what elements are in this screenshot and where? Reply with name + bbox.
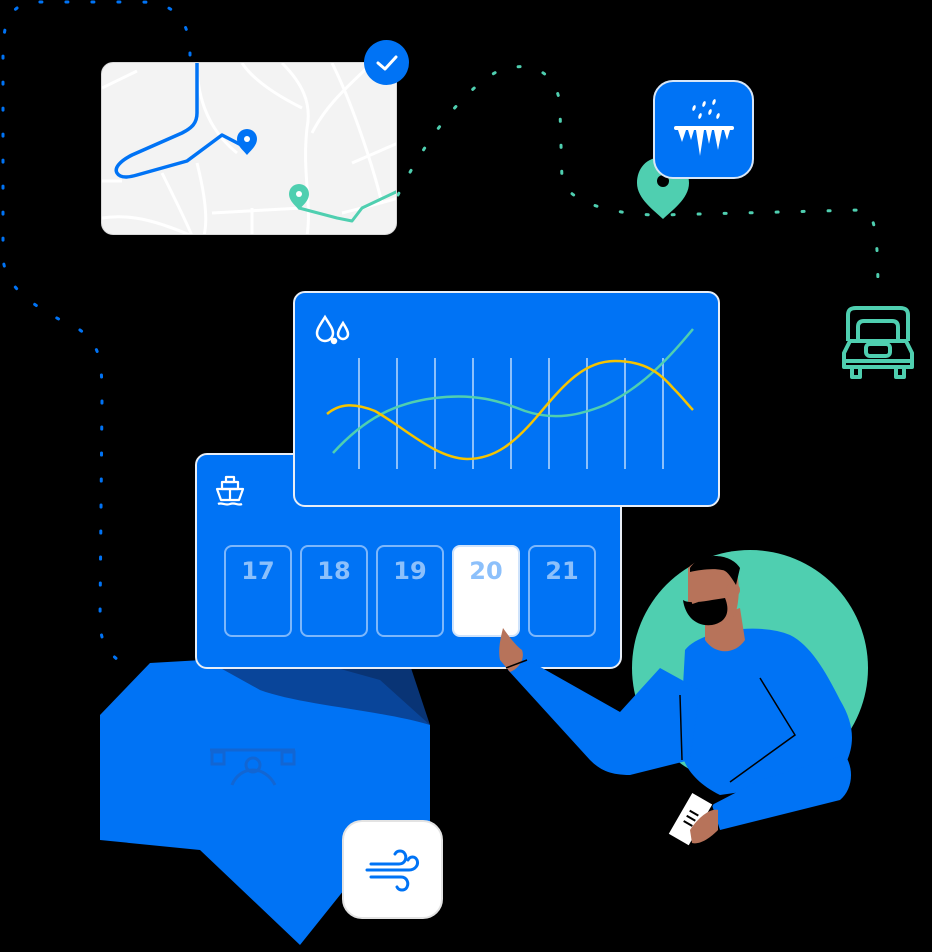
truck-icon [842, 306, 914, 379]
map-svg [102, 63, 396, 234]
chart-card[interactable] [293, 291, 720, 507]
day-19[interactable]: 19 [376, 545, 444, 637]
check-icon [376, 55, 397, 70]
chart-gridlines [358, 358, 664, 469]
yellow-series-line [326, 359, 694, 461]
teal-circle [632, 550, 868, 786]
ship-icon [215, 475, 245, 506]
route-blue [114, 63, 248, 179]
drone-icon [210, 748, 296, 786]
teal-series-line [332, 328, 694, 454]
check-badge[interactable] [364, 40, 409, 85]
pin-teal [289, 184, 309, 210]
water-drops-icon [315, 314, 350, 345]
precipitation-chart [315, 314, 694, 469]
day-21[interactable]: 21 [528, 545, 596, 637]
wind-icon [365, 849, 419, 891]
wind-tile[interactable] [342, 820, 443, 919]
map-card[interactable] [101, 62, 397, 235]
pin-blue [237, 129, 257, 155]
day-17[interactable]: 17 [224, 545, 292, 637]
day-20-selected[interactable]: 20 [452, 545, 520, 637]
route-teal [298, 190, 396, 223]
day-18[interactable]: 18 [300, 545, 368, 637]
weather-tile[interactable] [653, 80, 754, 179]
icicle-snow-icon [673, 98, 734, 156]
blue-dotted-route [1, 0, 192, 667]
